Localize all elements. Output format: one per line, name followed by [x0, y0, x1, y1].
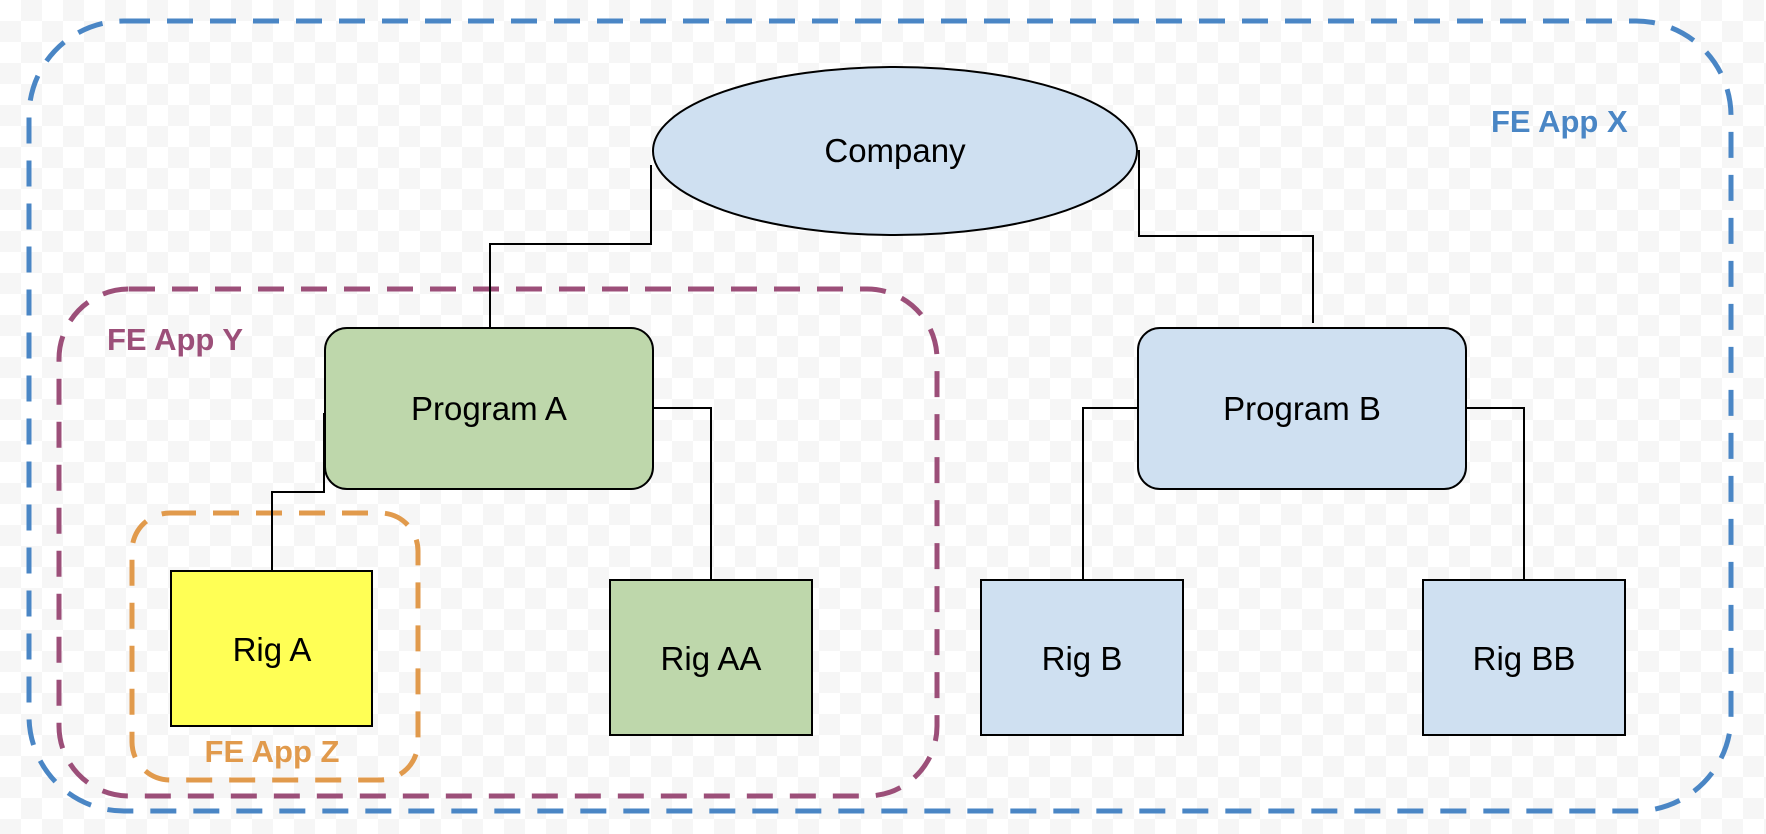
node-program-b[interactable]: Program B — [1137, 327, 1467, 490]
node-rig-a-label: Rig A — [233, 631, 312, 668]
node-rig-aa-label: Rig AA — [661, 640, 762, 677]
node-program-a[interactable]: Program A — [324, 327, 654, 490]
edge-company-program-b — [1138, 150, 1314, 323]
group-app-x-boundary — [26, 18, 1734, 814]
node-rig-b-label: Rig B — [1042, 640, 1123, 677]
edge-program-a-rig-a — [271, 413, 325, 571]
group-app-y-boundary — [56, 286, 940, 799]
node-rig-b[interactable]: Rig B — [980, 579, 1184, 736]
group-app-z-label: FE App Z — [205, 734, 340, 769]
node-rig-a[interactable]: Rig A — [170, 570, 373, 727]
node-program-a-label: Program A — [411, 390, 567, 427]
node-rig-bb-label: Rig BB — [1473, 640, 1576, 677]
node-rig-aa[interactable]: Rig AA — [609, 579, 813, 736]
edge-program-b-rig-b — [1082, 407, 1138, 580]
node-company-label: Company — [824, 132, 966, 169]
node-company[interactable]: Company — [652, 66, 1138, 236]
edge-program-a-rig-aa — [653, 407, 712, 580]
group-app-x-label: FE App X — [1491, 104, 1628, 139]
node-rig-bb[interactable]: Rig BB — [1422, 579, 1626, 736]
node-program-b-label: Program B — [1223, 390, 1381, 427]
edge-company-program-a — [489, 165, 652, 328]
edge-program-b-rig-bb — [1466, 407, 1525, 580]
group-app-z-boundary — [129, 510, 421, 783]
group-app-y-label: FE App Y — [107, 322, 243, 357]
